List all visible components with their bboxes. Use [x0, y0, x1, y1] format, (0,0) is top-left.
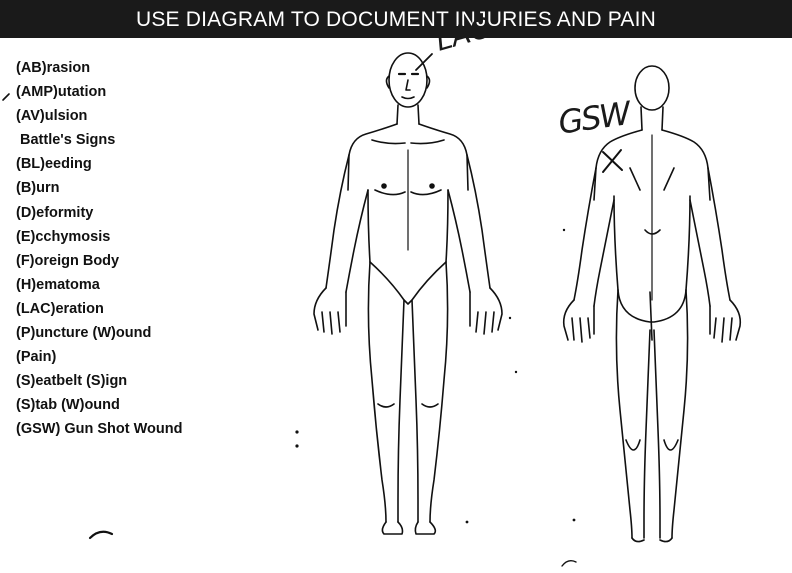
back-head	[635, 66, 669, 110]
check-mark	[3, 94, 9, 100]
front-body-figure	[314, 53, 502, 534]
gsw-mark	[603, 150, 622, 172]
